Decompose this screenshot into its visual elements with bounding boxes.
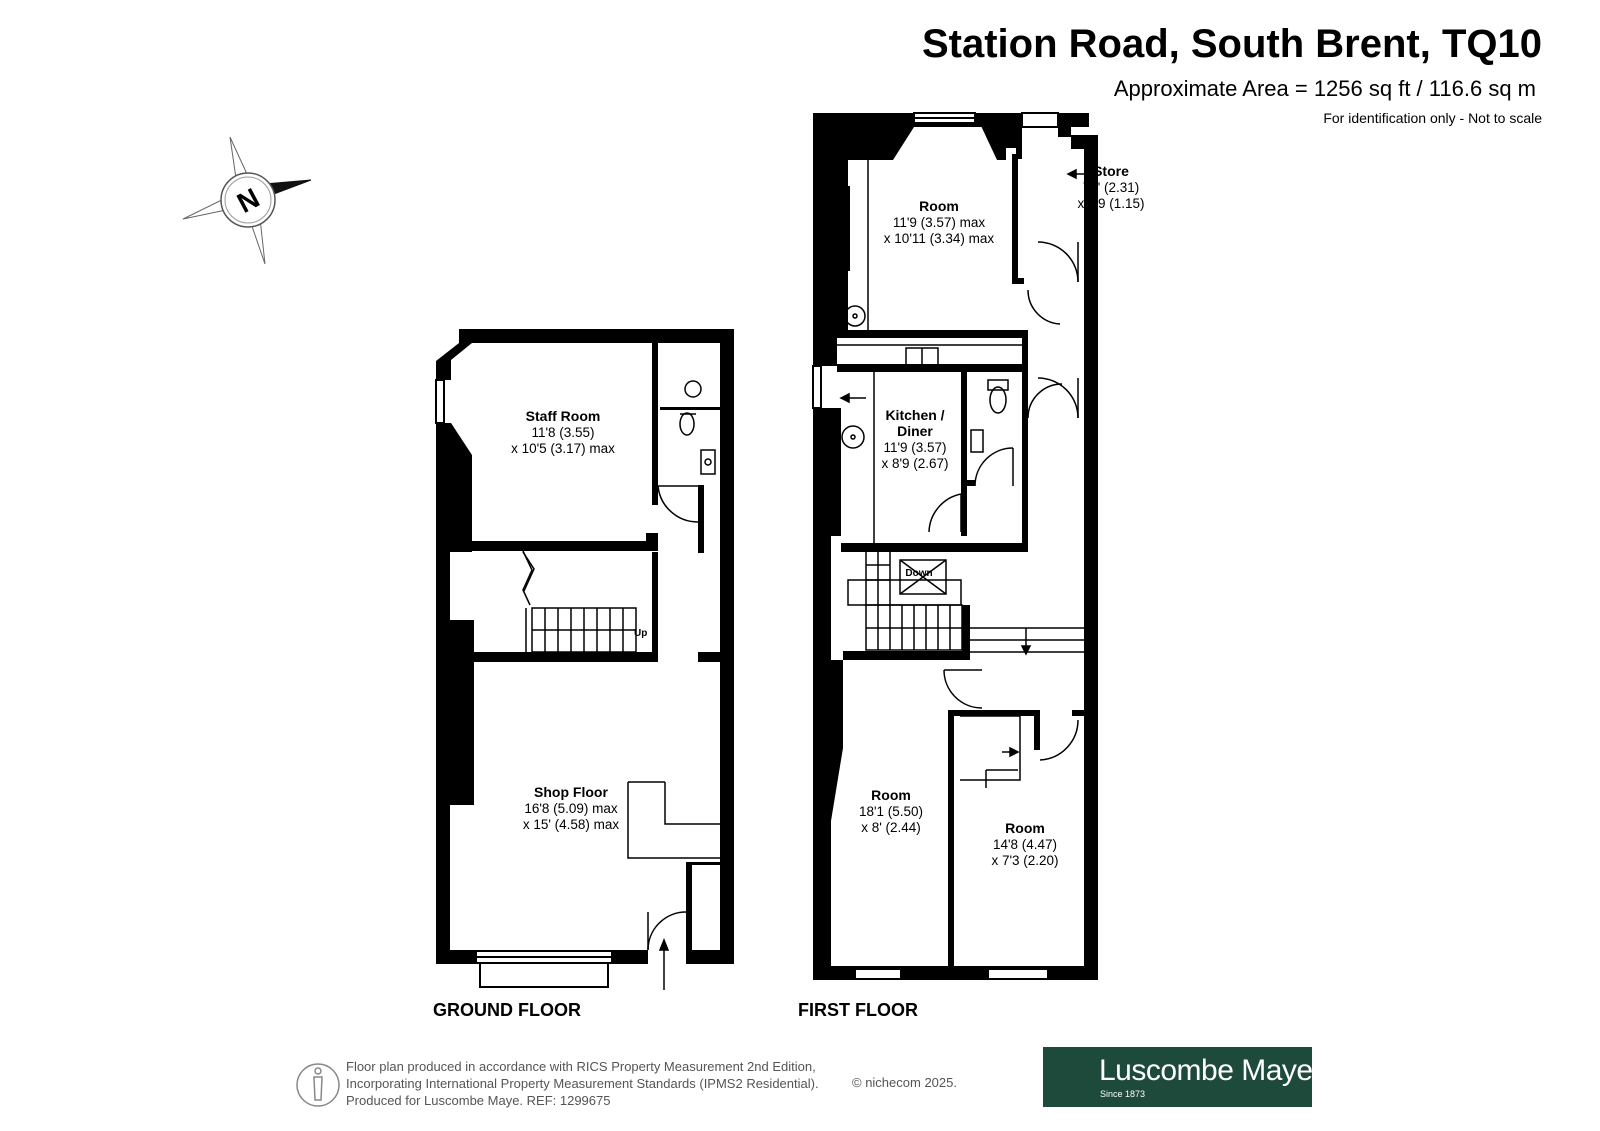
svg-text:16'8 (5.09) max: 16'8 (5.09) max (524, 801, 618, 816)
brand-name: Luscombe Maye (1099, 1054, 1313, 1087)
approximate-area: Approximate Area = 1256 sq ft / 116.6 sq… (1113, 76, 1536, 101)
svg-text:18'1 (5.50): 18'1 (5.50) (859, 804, 923, 819)
svg-text:Diner: Diner (897, 423, 933, 439)
svg-text:x 8' (2.44): x 8' (2.44) (861, 820, 921, 835)
basin-icon (844, 305, 866, 327)
ground-floor-plan (435, 329, 734, 988)
staff-room-label: Staff Room (526, 408, 601, 424)
svg-text:x 10'5 (3.17) max: x 10'5 (3.17) max (511, 441, 615, 456)
room-top-label: Room (919, 198, 959, 214)
brand-since: Since 1873 (1100, 1089, 1146, 1099)
first-floor-plan (812, 112, 1098, 980)
compass-icon: N (182, 136, 312, 265)
basin-icon (970, 429, 984, 453)
svg-text:x 15' (4.58) max: x 15' (4.58) max (523, 817, 620, 832)
copyright: © nichecom 2025. (852, 1075, 957, 1090)
ground-floor-fixtures (522, 380, 720, 990)
first-floor-fixtures (837, 160, 1096, 788)
ground-floor-label: GROUND FLOOR (433, 1000, 581, 1020)
toilet-icon (684, 380, 702, 398)
svg-text:14'8 (4.47): 14'8 (4.47) (993, 837, 1057, 852)
svg-text:x 10'11 (3.34) max: x 10'11 (3.34) max (884, 231, 995, 246)
disclaimer: For identification only - Not to scale (1323, 110, 1542, 126)
svg-text:x 7'3 (2.20): x 7'3 (2.20) (991, 853, 1058, 868)
room-labels: Staff Room 11'8 (3.55) x 10'5 (3.17) max… (511, 163, 1145, 868)
svg-text:11'9 (3.57): 11'9 (3.57) (883, 440, 946, 455)
toilet-icon (679, 412, 695, 436)
stairs-down-label: Down (905, 568, 932, 579)
kitchen-diner-label: Kitchen / (885, 407, 944, 423)
first-floor-label: FIRST FLOOR (798, 1000, 918, 1020)
sink-icon (700, 449, 716, 475)
page-title: Station Road, South Brent, TQ10 (921, 22, 1542, 66)
svg-text:x 8'9 (2.67): x 8'9 (2.67) (881, 456, 948, 471)
svg-text:11'9 (3.57) max: 11'9 (3.57) max (893, 215, 986, 230)
person-icon (296, 1063, 340, 1107)
footer-notes: Floor plan produced in accordance with R… (346, 1059, 819, 1108)
stairs-up-label: Up (634, 628, 647, 639)
svg-text:77' (2.31): 77' (2.31) (1083, 180, 1140, 195)
shop-floor-label: Shop Floor (534, 784, 608, 800)
room-left-label: Room (871, 787, 911, 803)
svg-text:x 3'9 (1.15): x 3'9 (1.15) (1077, 196, 1144, 211)
hob-icon (841, 425, 865, 449)
room-right-label: Room (1005, 820, 1045, 836)
store-label: Store (1093, 163, 1129, 179)
toilet-icon (989, 386, 1007, 414)
svg-text:11'8 (3.55): 11'8 (3.55) (531, 425, 594, 440)
brand-logo: Luscombe Maye Since 1873 (1043, 1047, 1313, 1107)
